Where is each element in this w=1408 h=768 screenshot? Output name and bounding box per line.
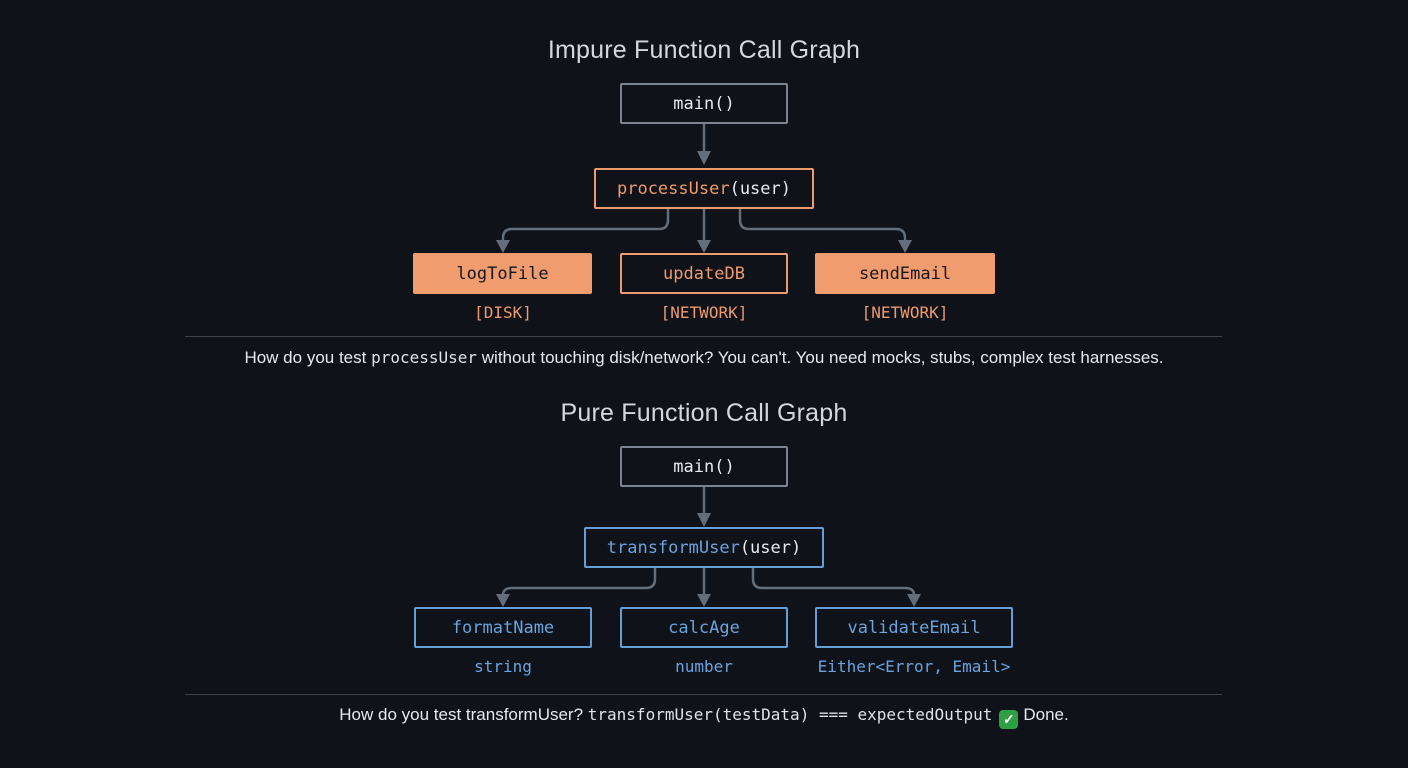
node-processuser-args: (user) — [729, 178, 791, 199]
impure-caption-post: without touching disk/network? You can't… — [477, 348, 1164, 367]
node-calcage-label: calcAge — [668, 617, 740, 638]
pure-caption-post: Done. — [1023, 705, 1069, 724]
tag-network-sendemail: [NETWORK] — [861, 303, 949, 322]
node-processuser-fn: processUser — [616, 178, 730, 199]
node-formatname-label: formatName — [451, 617, 555, 638]
node-transformuser: transformUser(user) — [584, 527, 824, 568]
impure-caption-pre: How do you test — [244, 348, 372, 367]
node-main-impure: main() — [620, 83, 788, 124]
pure-graph-title: Pure Function Call Graph — [560, 399, 848, 427]
impure-graph-title: Impure Function Call Graph — [547, 36, 861, 64]
tag-number: number — [675, 657, 733, 676]
node-logtofile: logToFile — [413, 253, 592, 294]
pure-caption: How do you test transformUser? transform… — [0, 705, 1408, 729]
node-main-impure-label: main() — [673, 93, 735, 114]
impure-caption: How do you test processUser without touc… — [0, 348, 1408, 368]
node-updatedb: updateDB — [620, 253, 788, 294]
node-validateemail: validateEmail — [815, 607, 1013, 648]
tag-either: Either<Error, Email> — [817, 657, 1011, 676]
pure-caption-code: transformUser(testData) === expectedOutp… — [587, 705, 993, 724]
check-icon: ✓ — [999, 709, 1019, 729]
node-formatname: formatName — [414, 607, 592, 648]
node-transformuser-args: (user) — [739, 537, 802, 558]
tag-disk: [DISK] — [474, 303, 532, 322]
node-transformuser-fn: transformUser — [606, 537, 740, 558]
divider-pure — [185, 694, 1222, 695]
pure-caption-pre: How do you test transformUser? — [339, 705, 588, 724]
node-sendemail-label: sendEmail — [858, 263, 952, 284]
impure-caption-code: processUser — [371, 348, 478, 367]
node-validateemail-label: validateEmail — [847, 617, 981, 638]
node-main-pure: main() — [620, 446, 788, 487]
node-logtofile-label: logToFile — [456, 263, 549, 284]
node-main-pure-label: main() — [673, 456, 735, 477]
tag-network-updatedb: [NETWORK] — [660, 303, 748, 322]
node-processuser: processUser(user) — [594, 168, 814, 209]
node-sendemail: sendEmail — [815, 253, 995, 294]
node-calcage: calcAge — [620, 607, 788, 648]
divider-impure — [185, 336, 1222, 337]
tag-string: string — [474, 657, 532, 676]
node-updatedb-label: updateDB — [663, 263, 745, 284]
